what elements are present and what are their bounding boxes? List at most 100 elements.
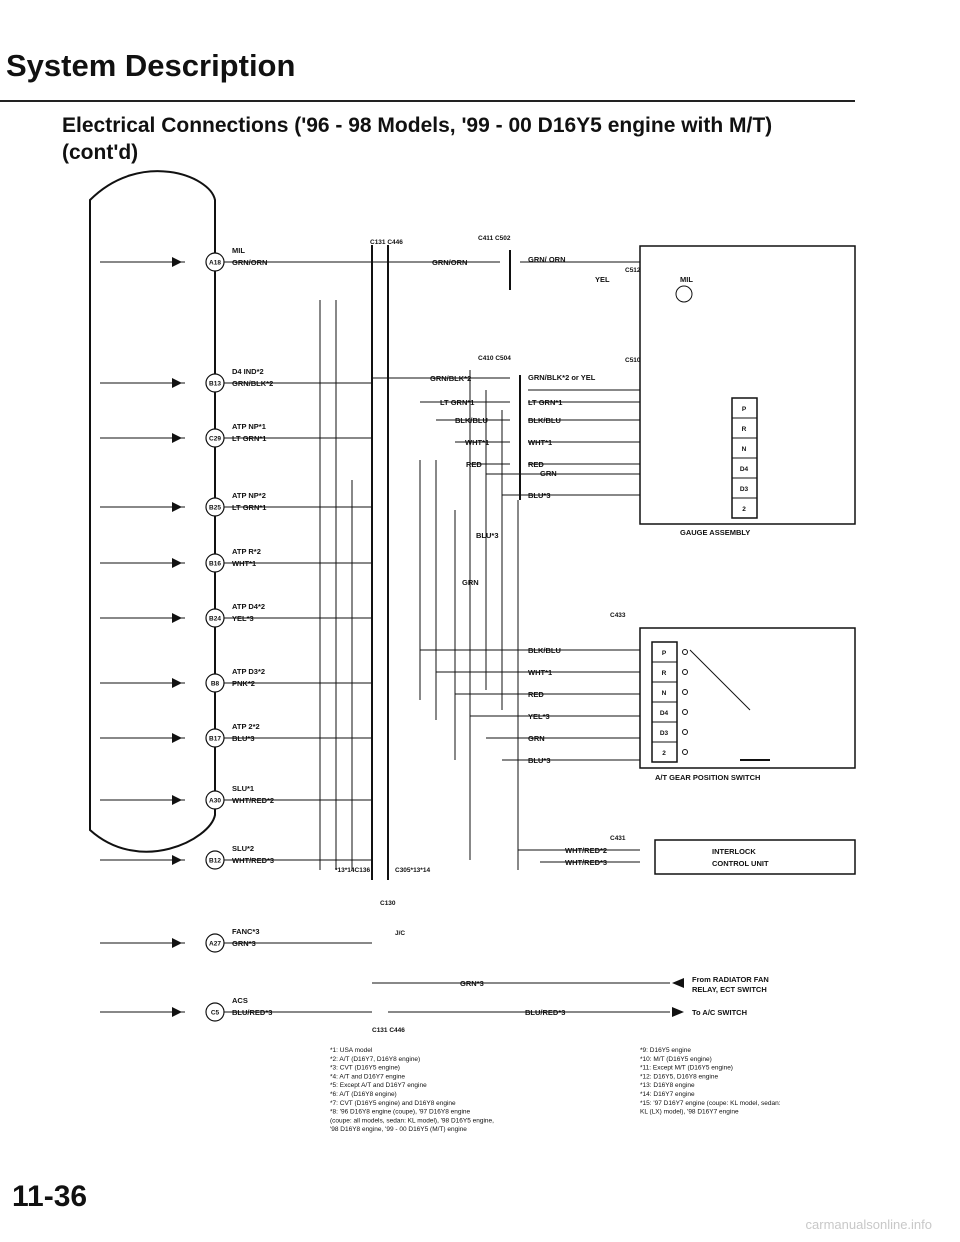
switch-contact xyxy=(682,729,688,735)
switch-position-label: D4 xyxy=(660,710,669,717)
pin-id: B12 xyxy=(209,858,221,865)
connector-c431: C431 xyxy=(610,835,626,842)
switch-position-label: R xyxy=(662,670,667,677)
pin-name: ATP 2*2 xyxy=(232,722,260,731)
connector-c410: C410 C504 xyxy=(478,355,511,362)
switch-contact xyxy=(682,649,688,655)
pin-id: C29 xyxy=(209,436,221,443)
fan-wire-label: GRN*3 xyxy=(460,979,484,988)
ac-switch-label: To A/C SWITCH xyxy=(692,1008,747,1017)
gauge-position-label: N xyxy=(742,446,747,453)
trunks xyxy=(319,245,521,880)
wire-label-blk-blu-right: BLK/BLU xyxy=(528,416,561,425)
gauge-position-label: 2 xyxy=(742,506,746,513)
pin-id: B13 xyxy=(209,381,221,388)
diode-icon xyxy=(172,938,182,948)
gauge-position-label: P xyxy=(742,406,747,413)
pin-name: SLU*2 xyxy=(232,844,254,853)
connector-c136: *13*14C136 xyxy=(335,867,370,874)
sw-label-yel: YEL*3 xyxy=(528,712,550,721)
sw-label-blk-blu: BLK/BLU xyxy=(528,646,561,655)
switch-contact xyxy=(682,689,688,695)
wire-label-grn-orn: GRN/ORN xyxy=(432,258,467,267)
switch-contact xyxy=(682,669,688,675)
page-number: 11-36 xyxy=(12,1180,88,1213)
pin-wire-color: WHT/RED*2 xyxy=(232,796,274,805)
pin-id: A30 xyxy=(209,798,221,805)
interlock-line1: INTERLOCK xyxy=(712,847,756,856)
subtitle-line-1: Electrical Connections ('96 - 98 Models,… xyxy=(62,114,773,137)
footnote-left: (coupe: all models, sedan: KL model), '9… xyxy=(330,1117,494,1124)
diode-icon xyxy=(172,502,182,512)
pin-wire-color: WHT*1 xyxy=(232,559,256,568)
pin-wire-color: GRN/BLK*2 xyxy=(232,379,273,388)
interlock-label-1: WHT/RED*2 xyxy=(565,846,607,855)
footnote-right: KL (LX) model), '98 D16Y7 engine xyxy=(640,1109,739,1116)
footnote-left: *7: CVT (D16Y5 engine) and D16Y8 engine xyxy=(330,1100,456,1107)
switch-position-label: N xyxy=(662,690,667,697)
footnote-left: *3: CVT (D16Y5 engine) xyxy=(330,1065,400,1072)
pin-wire-color: BLU*3 xyxy=(232,734,255,743)
footnote-right: *11: Except M/T (D16Y5 engine) xyxy=(640,1065,733,1072)
wire-label-wht-right: WHT*1 xyxy=(528,438,552,447)
diode-icon xyxy=(172,855,182,865)
connector-c510: C510 xyxy=(625,357,641,364)
footnote-left: *2: A/T (D16Y7, D16Y8 engine) xyxy=(330,1056,420,1063)
gauge-mil-label: MIL xyxy=(680,275,693,284)
pin-id: B17 xyxy=(209,736,221,743)
fan-relay-line2: RELAY, ECT SWITCH xyxy=(692,985,767,994)
pin-id: B16 xyxy=(209,561,221,568)
pin-wire-color: PNK*2 xyxy=(232,679,255,688)
gauge-position-label: D4 xyxy=(740,466,749,473)
watermark: carmanualsonline.info xyxy=(805,1217,932,1232)
pin-id: A18 xyxy=(209,260,221,267)
footnote-right: *14: D16Y7 engine xyxy=(640,1091,695,1098)
pin-name: ATP NP*1 xyxy=(232,422,266,431)
diode-icon xyxy=(172,558,182,568)
connector-jc: J/C xyxy=(395,930,405,937)
footnote-left: '98 D16Y8 engine, '99 - 00 D16Y5 (M/T) e… xyxy=(330,1126,467,1133)
diode-icon xyxy=(172,1007,182,1017)
connector-c512: C512 xyxy=(625,267,641,274)
pin-id: A27 xyxy=(209,941,221,948)
wire-label-blu-vertical: BLU*3 xyxy=(476,531,499,540)
switch-contact xyxy=(682,709,688,715)
wire-label-red-right: RED xyxy=(528,460,544,469)
pin-wire-color: GRN/ORN xyxy=(232,258,267,267)
footnote-right: *13: D16Y8 engine xyxy=(640,1082,695,1089)
pin-wire-color: BLU/RED*3 xyxy=(232,1008,272,1017)
connector-c411: C411 C502 xyxy=(478,235,511,242)
wire-label-grn-blk-right: GRN/BLK*2 or YEL xyxy=(528,373,596,382)
footnotes-right: *9: D16Y5 engine*10: M/T (D16Y5 engine)*… xyxy=(640,1047,781,1116)
footnote-left: *1: USA model xyxy=(330,1047,373,1054)
switch-position-label: D3 xyxy=(660,730,669,737)
pin-name: ATP D4*2 xyxy=(232,602,265,611)
pin-name: ATP R*2 xyxy=(232,547,261,556)
diode-icon xyxy=(172,433,182,443)
diode-icon xyxy=(172,378,182,388)
switch-position-label: P xyxy=(662,650,667,657)
ac-arrow-icon xyxy=(672,1007,684,1017)
connector-c131-bottom: C131 C446 xyxy=(372,1027,405,1034)
wire-label-red: RED xyxy=(466,460,482,469)
connector-c433: C433 xyxy=(610,612,626,619)
pin-id: B24 xyxy=(209,616,221,623)
pin-name: D4 IND*2 xyxy=(232,367,264,376)
footnote-right: *9: D16Y5 engine xyxy=(640,1047,691,1054)
connector-c131: C131 C446 xyxy=(370,239,403,246)
pin-id: C5 xyxy=(211,1010,220,1017)
wire-label-blu-gauge: BLU*3 xyxy=(528,491,551,500)
fan-relay-line1: From RADIATOR FAN xyxy=(692,975,769,984)
pin-name: FANC*3 xyxy=(232,927,260,936)
diode-icon xyxy=(172,795,182,805)
pin-wire-color: YEL*3 xyxy=(232,614,254,623)
connector-c305: C305*13*14 xyxy=(395,867,430,874)
wire-label-wht: WHT*1 xyxy=(465,438,489,447)
wire-label-lt-grn: LT GRN*1 xyxy=(440,398,474,407)
pin-name: ATP D3*2 xyxy=(232,667,265,676)
footnote-left: *6: A/T (D16Y8 engine) xyxy=(330,1091,397,1098)
footnote-right: *12: D16Y5, D16Y8 engine xyxy=(640,1073,718,1080)
switch-wiper xyxy=(689,649,751,711)
